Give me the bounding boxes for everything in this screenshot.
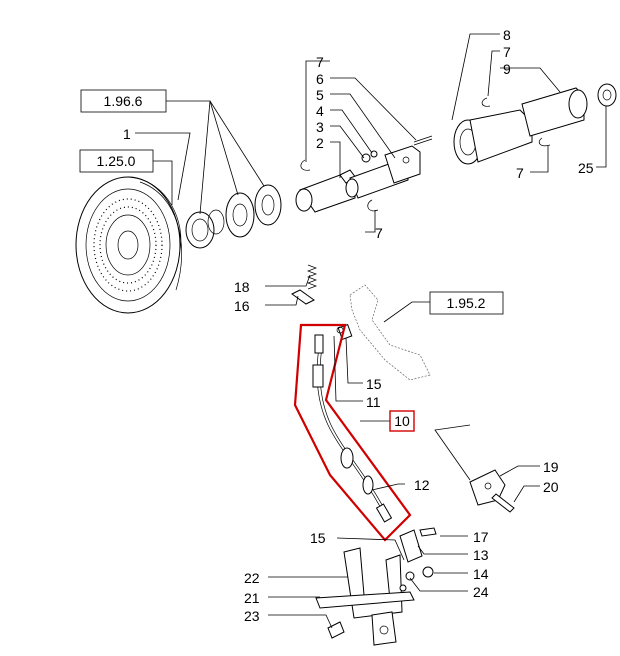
callout-1: 1 (123, 126, 131, 142)
release-bearing (185, 211, 215, 249)
callout-7: 7 (375, 225, 383, 241)
callout-23: 23 (244, 608, 260, 624)
release-sleeve (295, 145, 421, 213)
callout-8: 8 (503, 27, 511, 43)
callout-9: 9 (503, 61, 511, 77)
callout-3: 3 (316, 119, 324, 135)
leader-lines (135, 33, 607, 629)
callout-25: 25 (578, 160, 594, 176)
callout-10-box: 10 (389, 410, 415, 432)
callout-labels: 8 7 9 7 6 5 4 3 2 7 7 25 1 18 16 15 11 1… (123, 27, 594, 624)
small-parts-3-4 (361, 135, 433, 163)
pedal-ghost (349, 284, 431, 381)
svg-text:1.95.2: 1.95.2 (447, 295, 486, 311)
callout-4: 4 (316, 103, 324, 119)
callout-13: 13 (473, 547, 489, 563)
callout-7: 7 (316, 54, 324, 70)
lower-fork (315, 527, 437, 646)
clutch-disc (75, 176, 182, 314)
callout-19: 19 (543, 459, 559, 475)
callout-16: 16 (234, 298, 250, 314)
callout-22: 22 (244, 570, 260, 586)
clutch-cable (312, 334, 393, 523)
callout-14: 14 (473, 566, 489, 582)
callout-7: 7 (503, 44, 511, 60)
callout-11: 11 (366, 394, 381, 410)
callout-17: 17 (473, 529, 489, 545)
upper-right-shaft (453, 83, 617, 165)
svg-text:1.25.0: 1.25.0 (97, 153, 136, 169)
callout-5: 5 (316, 87, 324, 103)
callout-15: 15 (366, 376, 382, 392)
reference-box-1966: 1.96.6 (80, 89, 167, 113)
spring-18 (307, 264, 317, 290)
callout-18: 18 (234, 279, 250, 295)
spring-hub (207, 184, 282, 238)
callout-7: 7 (516, 165, 524, 181)
callout-20: 20 (543, 479, 559, 495)
reference-box-1952: 1.95.2 (429, 291, 504, 315)
svg-text:1.96.6: 1.96.6 (104, 93, 143, 109)
spring-clips (300, 97, 551, 212)
callout-10: 10 (394, 413, 410, 429)
highlight-outline (293, 323, 412, 542)
reference-box-1250: 1.25.0 (79, 149, 154, 173)
bracket-19 (469, 469, 515, 513)
callout-6: 6 (316, 71, 324, 87)
bolt-16 (291, 289, 315, 305)
callout-12: 12 (414, 477, 430, 493)
callout-21: 21 (244, 590, 260, 606)
callout-2: 2 (316, 135, 324, 151)
callout-15: 15 (310, 530, 326, 546)
callout-24: 24 (473, 584, 489, 600)
